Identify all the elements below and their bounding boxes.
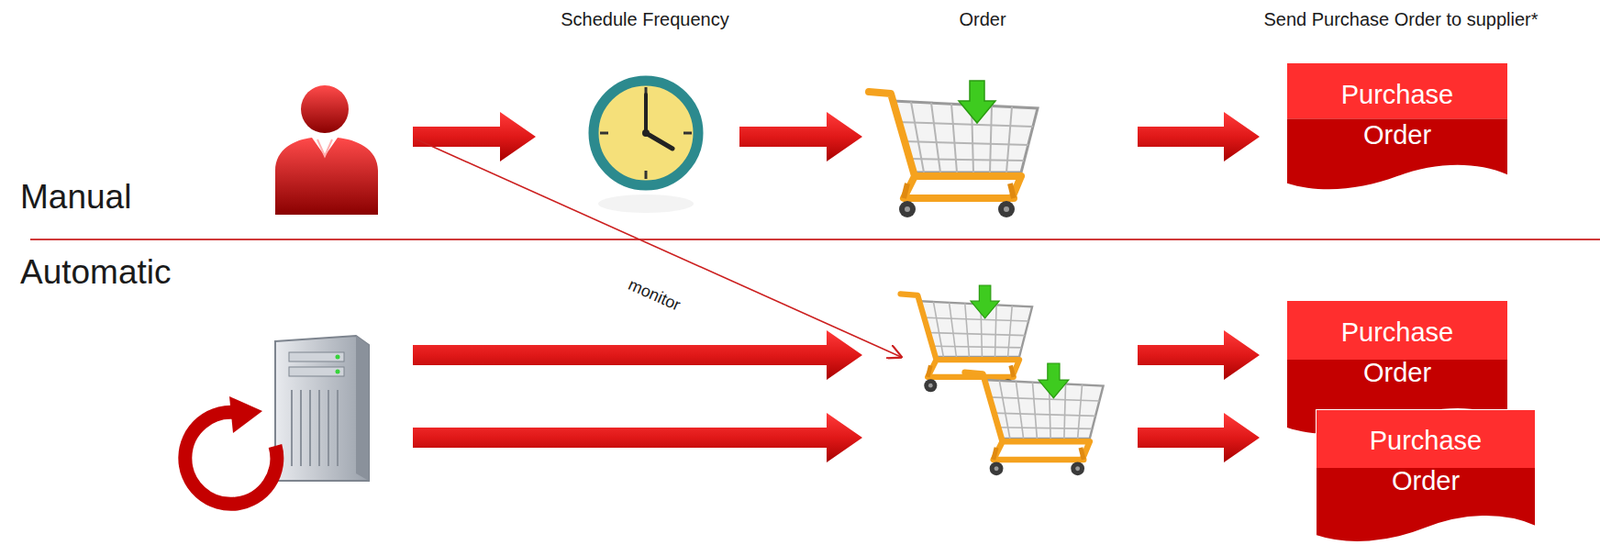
doc-title: Purchase Order	[1333, 63, 1462, 156]
lane-label: Manual	[20, 177, 132, 217]
clock-icon	[593, 80, 699, 213]
cart-icon	[868, 80, 1038, 218]
column-heading: Order	[958, 9, 1006, 31]
divider-line	[30, 238, 1600, 241]
doc-title: Purchase Order	[1361, 409, 1490, 501]
purchase-order-doc: Purchase Order	[1287, 63, 1508, 194]
doc-title: Purchase Order	[1333, 300, 1462, 393]
lane-label: Automatic	[20, 253, 172, 292]
cart-icon	[965, 363, 1104, 476]
column-heading: Send Purchase Order to supplier*	[1263, 9, 1538, 31]
column-heading: Schedule Frequency	[560, 9, 729, 31]
monitor-line	[414, 138, 901, 357]
purchase-order-doc: Purchase Order	[1315, 409, 1536, 547]
server-icon	[185, 335, 369, 504]
flow-arrows	[412, 111, 1260, 463]
person-icon	[275, 85, 378, 215]
cart-icon	[900, 285, 1034, 392]
line-label: monitor	[624, 275, 683, 316]
